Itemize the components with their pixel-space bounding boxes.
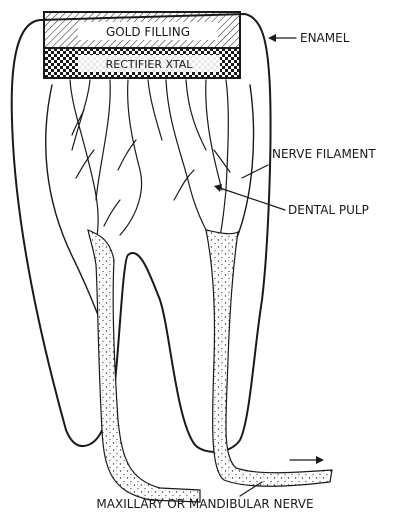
gold-filling-label: GOLD FILLING [106,25,190,39]
nerve-filaments [70,80,230,245]
nerve-trunk-right [206,230,332,486]
rectifier-label: RECTIFIER XTAL [106,58,194,71]
nerve-trunk-left [88,230,200,502]
nerve-filament-label: NERVE FILAMENT [272,147,376,161]
tooth-outline [12,14,271,452]
nerve-label: MAXILLARY OR MANDIBULAR NERVE [96,497,313,511]
enamel-label: ENAMEL [300,31,350,45]
dental-pulp-label: DENTAL PULP [288,203,369,217]
